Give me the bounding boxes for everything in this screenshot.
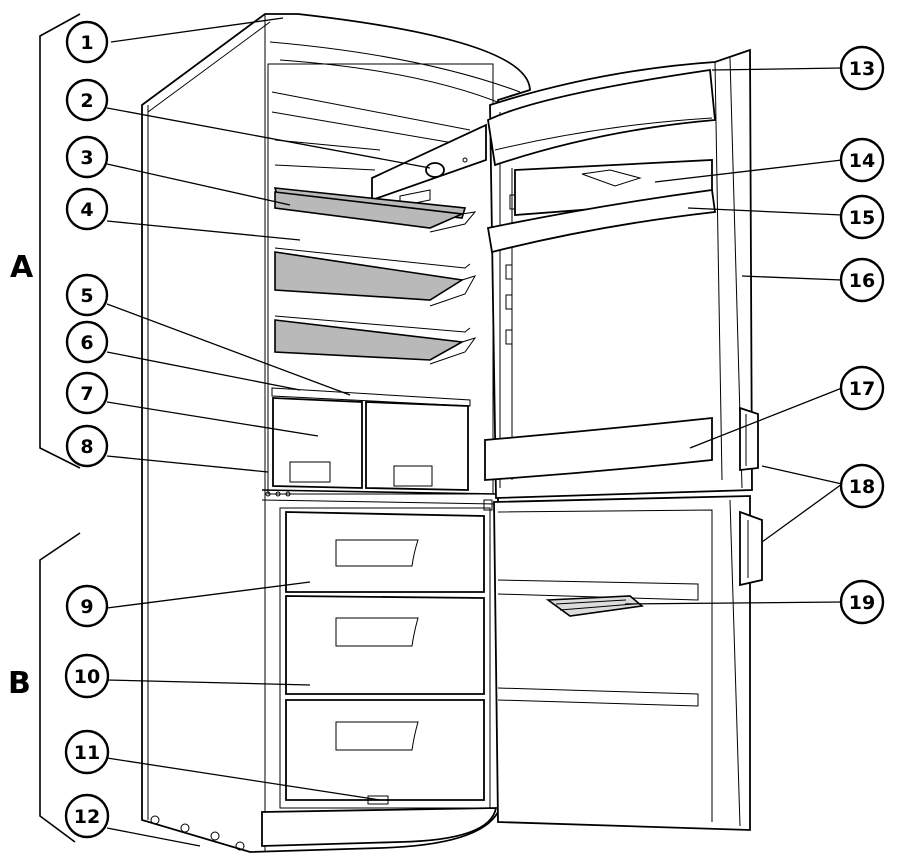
svg-text:13: 13 bbox=[849, 58, 875, 80]
callout-5: 5 bbox=[65, 273, 109, 317]
section-b-bracket bbox=[39, 532, 81, 843]
svg-text:17: 17 bbox=[849, 378, 875, 400]
svg-text:3: 3 bbox=[80, 147, 93, 169]
svg-text:10: 10 bbox=[74, 666, 100, 688]
callout-15: 15 bbox=[839, 194, 885, 240]
callout-4: 4 bbox=[65, 187, 109, 231]
glass-shelf-middle bbox=[274, 247, 477, 307]
svg-text:2: 2 bbox=[80, 90, 93, 112]
section-a-bracket bbox=[39, 13, 81, 469]
crisper-cover bbox=[271, 387, 471, 407]
callout-1: 1 bbox=[65, 20, 109, 64]
svg-text:18: 18 bbox=[849, 476, 875, 498]
svg-text:11: 11 bbox=[74, 742, 100, 764]
crisper-drawers bbox=[272, 397, 469, 491]
section-b-label: B bbox=[8, 666, 31, 701]
freezer-drawer-bottom bbox=[285, 699, 485, 801]
compartment-divider bbox=[261, 489, 497, 511]
svg-text:15: 15 bbox=[849, 207, 875, 229]
callout-17: 17 bbox=[839, 365, 885, 411]
callout-18: 18 bbox=[839, 463, 885, 509]
svg-text:6: 6 bbox=[80, 332, 93, 354]
callout-14: 14 bbox=[839, 137, 885, 183]
svg-text:5: 5 bbox=[80, 285, 93, 307]
callout-8: 8 bbox=[65, 424, 109, 468]
glass-shelf-top bbox=[273, 187, 477, 233]
freezer-drawer-top bbox=[285, 511, 485, 593]
svg-text:8: 8 bbox=[80, 436, 93, 458]
callout-13: 13 bbox=[839, 45, 885, 91]
callout-3: 3 bbox=[65, 135, 109, 179]
svg-text:4: 4 bbox=[80, 199, 93, 221]
svg-text:9: 9 bbox=[80, 596, 93, 618]
callout-2: 2 bbox=[65, 78, 109, 122]
callout-16: 16 bbox=[839, 257, 885, 303]
section-a-label: A bbox=[10, 250, 34, 285]
svg-text:16: 16 bbox=[849, 270, 875, 292]
freezer-door-handle bbox=[739, 510, 763, 587]
door-rack-upper bbox=[486, 188, 717, 254]
svg-text:12: 12 bbox=[74, 806, 100, 828]
callout-10: 10 bbox=[64, 653, 110, 699]
callout-7: 7 bbox=[65, 371, 109, 415]
freezer-drawer-middle bbox=[285, 595, 485, 695]
svg-text:19: 19 bbox=[849, 592, 875, 614]
svg-text:14: 14 bbox=[849, 150, 875, 172]
callout-19: 19 bbox=[839, 579, 885, 625]
callout-12: 12 bbox=[64, 793, 110, 839]
fridge-door-handle bbox=[739, 406, 759, 472]
door-top-cover bbox=[487, 68, 716, 167]
ice-cube-tray bbox=[545, 595, 644, 617]
callout-9: 9 bbox=[65, 584, 109, 628]
callout-11: 11 bbox=[64, 729, 110, 775]
base-plinth bbox=[150, 795, 498, 851]
glass-shelf-bottom bbox=[274, 315, 477, 365]
leader-lines bbox=[106, 17, 843, 847]
freezer-door bbox=[493, 495, 751, 831]
svg-text:7: 7 bbox=[80, 383, 93, 405]
freezer-compartment bbox=[279, 507, 491, 809]
svg-text:1: 1 bbox=[80, 32, 93, 54]
callout-6: 6 bbox=[65, 320, 109, 364]
door-rack-bottle bbox=[484, 416, 713, 481]
